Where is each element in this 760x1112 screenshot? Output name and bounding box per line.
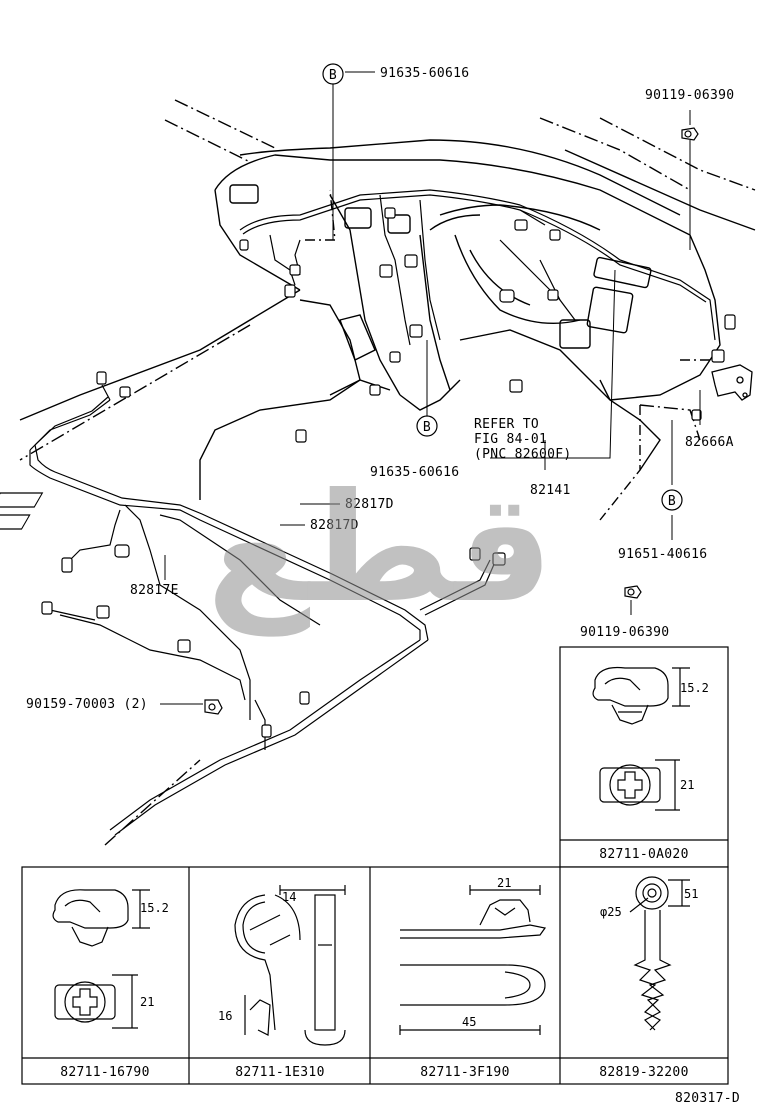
leader-lines: [160, 71, 701, 705]
detail-boxes-bottom: 15.2 21 82711-16790 14 16 82711-1E310: [21, 866, 729, 1085]
detail-box-2: [234, 885, 346, 1046]
caption-box3: 82711-3F190: [420, 1065, 509, 1080]
svg-text:B: B: [423, 420, 431, 435]
caption-box4: 82819-32200: [599, 1065, 688, 1080]
circle-b-mid: B: [416, 415, 438, 437]
dim-box3-top: 21: [497, 876, 511, 890]
dim-box2-w: 14: [282, 890, 296, 904]
detail-box-right: 15.2 21 82711-0A020: [559, 646, 729, 868]
label-90119-top: 90119-06390: [645, 88, 734, 103]
detail-box-4: [629, 876, 690, 1031]
dim-box4-h: 51: [684, 887, 698, 901]
dim-right-w: 21: [680, 778, 694, 792]
label-82817d-a: 82817D: [345, 497, 394, 512]
label-82817d-b: 82817D: [310, 518, 359, 533]
circle-b-symbols: B B B: [322, 63, 683, 511]
caption-box1: 82711-16790: [60, 1065, 149, 1080]
caption-right-clip: 82711-0A020: [599, 847, 688, 862]
dim-box1-h: 15.2: [140, 901, 169, 915]
svg-text:B: B: [329, 68, 337, 83]
dim-box2-h: 16: [218, 1009, 232, 1023]
label-91635-mid: 91635-60616: [370, 465, 459, 480]
dashboard-outline: [19, 99, 756, 846]
bracket-82666a: [711, 364, 753, 401]
label-91651: 91651-40616: [618, 547, 707, 562]
detail-box-3: [399, 885, 547, 1035]
wire-harness-main: [0, 189, 716, 836]
label-90159: 90159-70003 (2): [26, 697, 148, 712]
caption-box2: 82711-1E310: [235, 1065, 324, 1080]
circle-b-top: B: [322, 63, 344, 85]
dim-box1-w: 21: [140, 995, 154, 1009]
label-91635-top: 91635-60616: [380, 66, 469, 81]
label-90119-lower: 90119-06390: [580, 625, 669, 640]
dim-right-h: 15.2: [680, 681, 709, 695]
label-82141: 82141: [530, 483, 571, 498]
bolts: [204, 127, 699, 715]
connectors: [41, 207, 736, 738]
label-refer-2: FIG 84-01: [474, 432, 547, 447]
detail-box-1: [52, 889, 150, 1029]
dim-box3-bottom: 45: [462, 1015, 476, 1029]
circle-b-right: B: [661, 489, 683, 511]
drawing-id: 820317-D: [675, 1091, 740, 1106]
part-labels: 91635-60616 90119-06390 91635-60616 REFE…: [26, 66, 734, 712]
label-82666a: 82666A: [685, 435, 734, 450]
label-refer-1: REFER TO: [474, 417, 539, 432]
dim-box4-dia: φ25: [600, 905, 622, 919]
svg-text:B: B: [668, 494, 676, 509]
label-82817e: 82817E: [130, 583, 179, 598]
label-refer-3: (PNC 82600F): [474, 447, 572, 462]
watermark: قطع: [207, 462, 554, 637]
